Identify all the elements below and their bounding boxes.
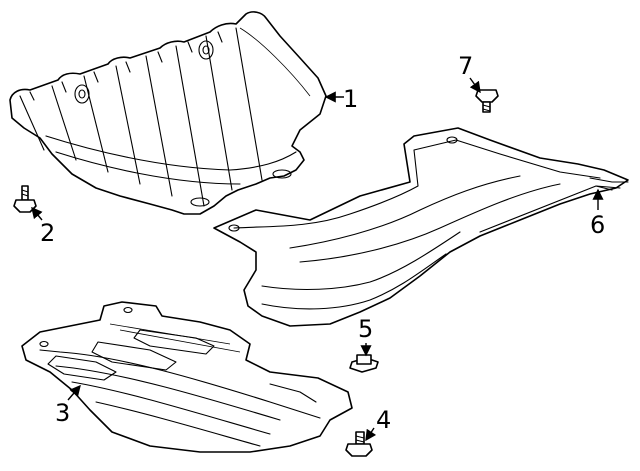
leader-7 [469,77,481,94]
callout-1: 1 [343,85,358,113]
callout-7: 7 [458,52,473,80]
leader-lines [31,77,604,442]
leader-3 [67,384,81,401]
leader-4 [365,427,377,442]
part-3-rear-skid-plate [21,301,353,453]
part-2-bolt [13,185,37,213]
part-4-bolt [345,431,373,457]
callout-labels: 1 2 3 4 5 6 7 [40,52,605,434]
part-7-bolt [475,89,499,113]
part-1-front-skid-plate [9,11,327,215]
callout-2: 2 [40,219,55,247]
part-5-nut [349,354,379,373]
part-6-center-shield [213,127,629,327]
callout-4: 4 [376,406,391,434]
callout-6: 6 [590,211,605,239]
leader-2 [31,206,43,221]
callout-3: 3 [55,399,70,427]
callout-5: 5 [358,315,373,343]
